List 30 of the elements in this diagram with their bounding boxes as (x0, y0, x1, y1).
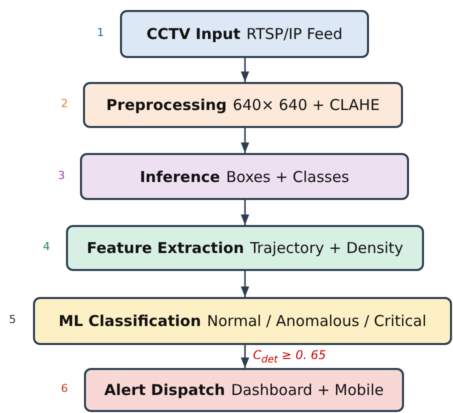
step-title: Preprocessing (106, 96, 227, 114)
arrow (240, 345, 250, 368)
arrow (240, 58, 250, 82)
arrow (240, 200, 250, 225)
step-description: Trajectory + Density (250, 239, 404, 257)
step-number: 1 (97, 26, 104, 39)
step-title: CCTV Input (146, 25, 240, 43)
edge-label: C$_{det}$ ≥ 0. 65 (251, 348, 328, 365)
step-number: 5 (9, 313, 16, 326)
step-description: Boxes + Classes (226, 168, 350, 186)
step-number: 3 (58, 168, 65, 182)
process-box (80, 153, 409, 200)
step-title: Feature Extraction (86, 239, 244, 257)
process-box (84, 368, 404, 412)
process-box (83, 82, 403, 128)
step-number: 6 (61, 382, 68, 395)
arrow (240, 128, 250, 153)
step-title: Alert Dispatch (104, 381, 226, 399)
process-box (66, 225, 424, 271)
process-box (120, 10, 369, 58)
step-number: 2 (61, 97, 68, 110)
arrow (240, 271, 250, 297)
process-box (33, 297, 452, 345)
step-title: ML Classification (58, 312, 202, 330)
step-description: 640× 640 + CLAHE (232, 96, 380, 114)
step-description: Normal / Anomalous / Critical (207, 312, 426, 330)
step-description: Dashboard + Mobile (231, 381, 384, 399)
step-number: 4 (43, 240, 50, 253)
step-title: Inference (140, 168, 220, 186)
step-description: RTSP/IP Feed (246, 25, 343, 43)
